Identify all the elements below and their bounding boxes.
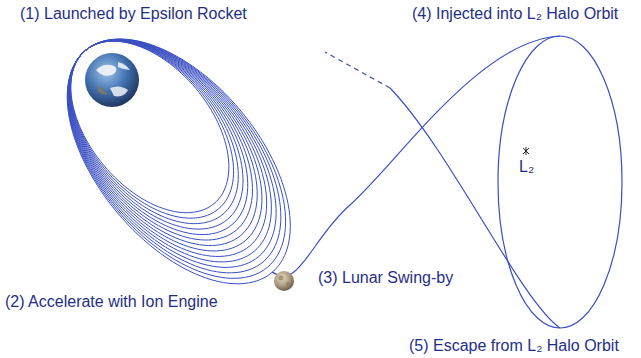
step-label: (1) Launched by Epsilon Rocket bbox=[20, 4, 247, 23]
escape-dashed bbox=[325, 52, 390, 88]
step-label: (3) Lunar Swing-by bbox=[318, 268, 453, 287]
step-label: (4) Injected into L₂ Halo Orbit bbox=[412, 4, 618, 23]
earth-picture bbox=[85, 53, 139, 107]
orbit-ring bbox=[69, 40, 262, 251]
spiral-orbits bbox=[67, 39, 290, 284]
orbit-ring bbox=[68, 40, 271, 262]
orbit-ring bbox=[69, 40, 267, 257]
orbit-ring bbox=[69, 40, 252, 240]
halo-orbit bbox=[498, 36, 622, 328]
moon-picture bbox=[274, 271, 294, 291]
orbit-ring bbox=[67, 39, 290, 284]
orbit-ring bbox=[69, 40, 257, 245]
step-label: (2) Accelerate with Ion Engine bbox=[5, 292, 218, 311]
orbit-ring bbox=[71, 41, 229, 213]
orbit-ring bbox=[70, 41, 243, 229]
point-label: L₂ bbox=[519, 157, 534, 176]
orbit-ring bbox=[70, 41, 238, 224]
orbit-ring bbox=[68, 39, 281, 272]
l2-point-marker bbox=[523, 147, 529, 155]
step-label: (5) Escape from L₂ Halo Orbit bbox=[409, 336, 619, 355]
orbit-ring bbox=[68, 39, 286, 278]
escape-trajectory bbox=[390, 88, 560, 328]
transfer-trajectory bbox=[272, 36, 560, 276]
orbit-ring bbox=[70, 41, 248, 235]
orbit-ring bbox=[68, 40, 276, 268]
orbit-ring bbox=[71, 41, 234, 218]
